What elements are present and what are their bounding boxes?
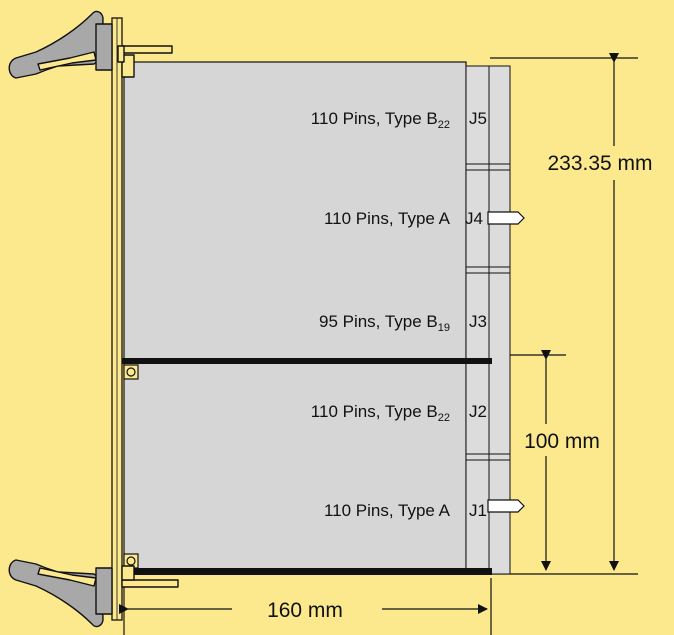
connector-id-j1: J1 <box>469 501 487 520</box>
connector-label-j4: 110 Pins, Type A <box>324 209 451 228</box>
connector-id-j2: J2 <box>469 402 487 421</box>
depth-label: 160 mm <box>267 599 343 622</box>
board-panel <box>123 61 467 575</box>
height-half-label: 100 mm <box>524 430 600 453</box>
guide-pin-icon <box>487 211 525 225</box>
connector-id-j4: J4 <box>465 209 483 228</box>
guide-pin-icon <box>487 499 525 513</box>
ejector-handle-icon <box>8 559 179 628</box>
connector-labels: 110 Pins, Type B22 J5 110 Pins, Type A J… <box>311 109 487 520</box>
bottom-rail <box>120 568 492 575</box>
connector-id-j3: J3 <box>469 312 487 331</box>
connector-label-j1: 110 Pins, Type A <box>324 501 451 520</box>
ejector-handle-icon <box>8 10 173 79</box>
connector-id-j5: J5 <box>469 109 487 128</box>
connector-label-j2: 110 Pins, Type B22 <box>311 402 450 424</box>
connector-label-j5: 110 Pins, Type B22 <box>311 109 450 131</box>
connector-label-j3: 95 Pins, Type B19 <box>319 312 450 334</box>
height-full-label: 233.35 mm <box>547 152 652 175</box>
mid-rail <box>120 358 492 364</box>
mounting-screw-icon <box>123 553 139 569</box>
mounting-screw-icon <box>123 364 139 380</box>
